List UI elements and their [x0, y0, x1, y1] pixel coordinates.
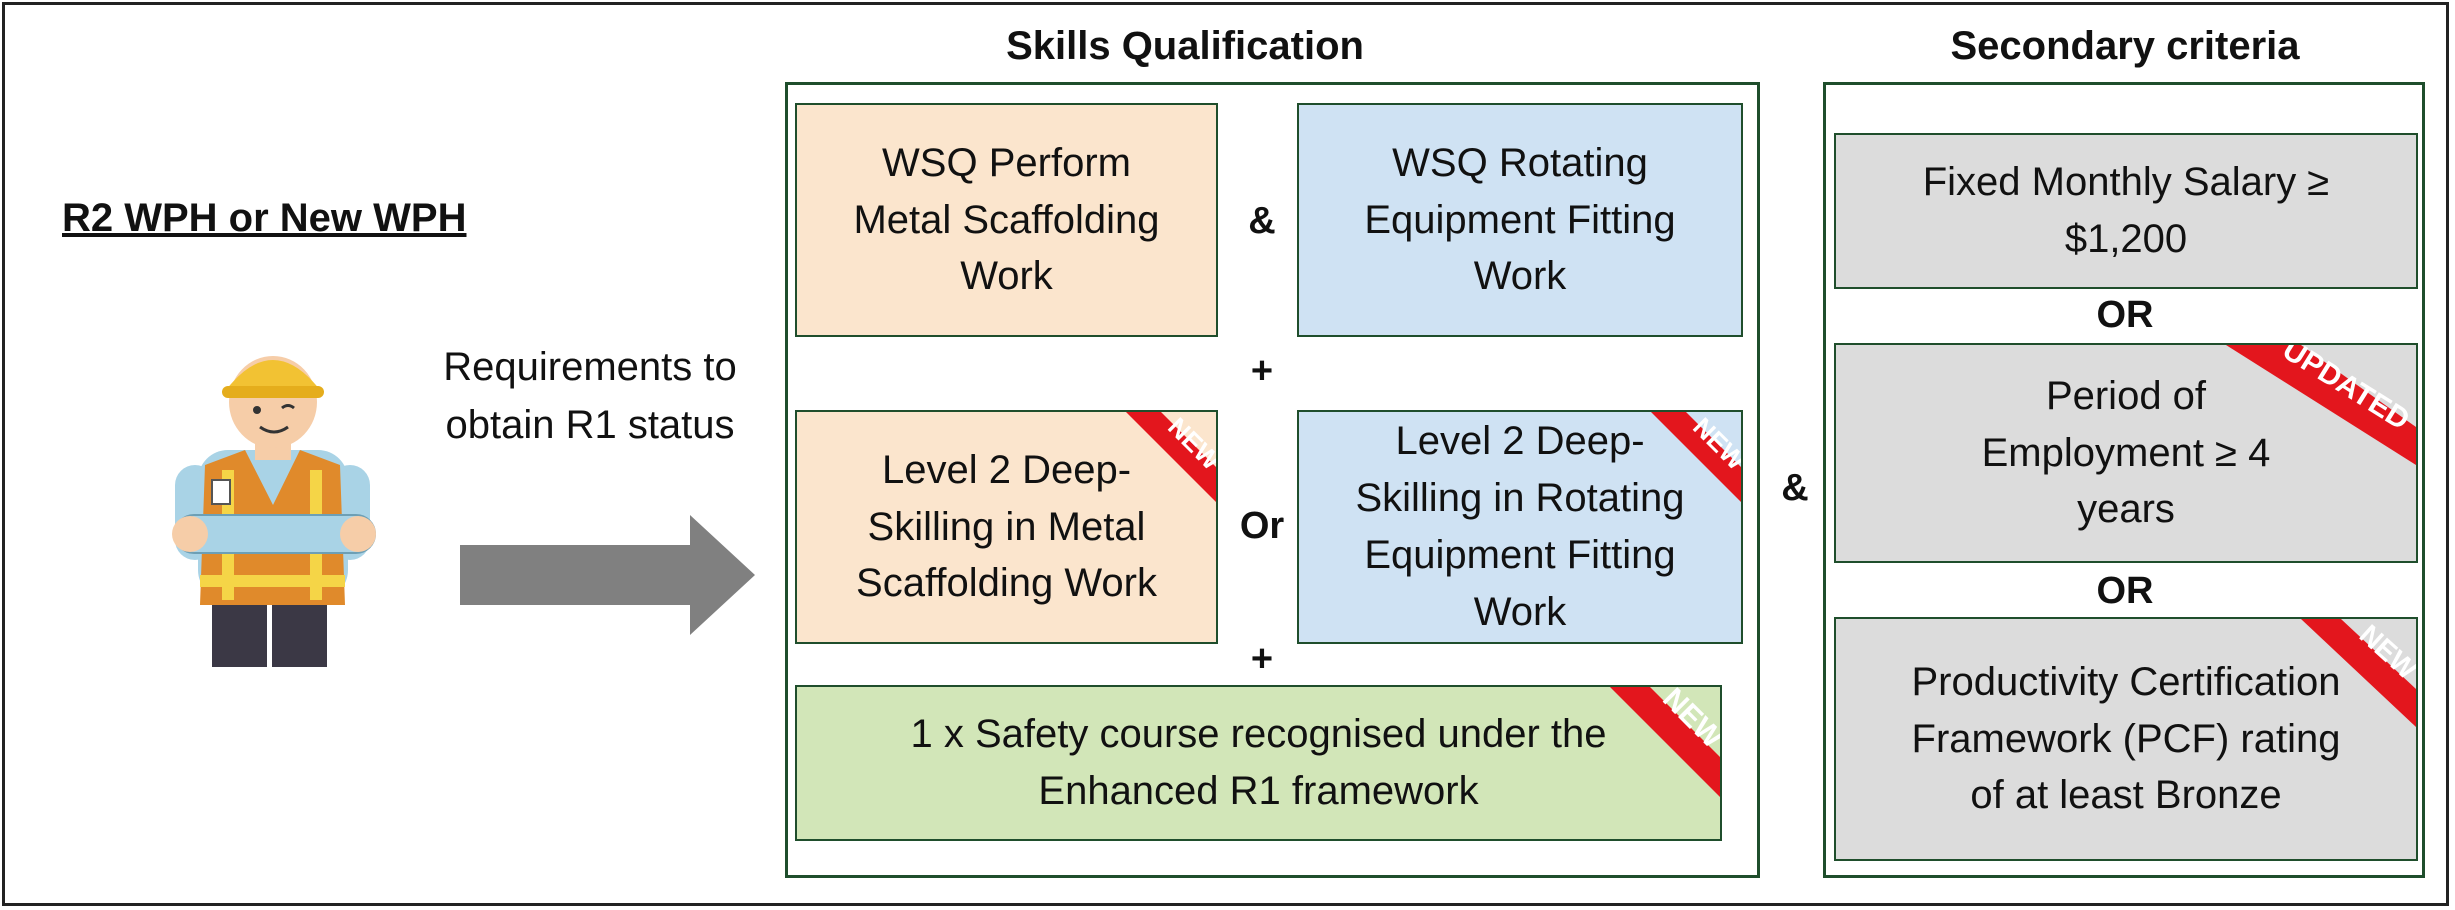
- plus-operator-2: +: [1250, 638, 1274, 680]
- secondary-panel: [1823, 82, 2425, 878]
- or-divider-2: OR: [2096, 570, 2154, 612]
- secondary-heading: Secondary criteria: [1950, 24, 2300, 68]
- wsq-rotating-equipment-box: WSQ Rotating Equipment Fitting Work: [1297, 103, 1743, 337]
- construction-worker-icon: [160, 330, 390, 670]
- skills-heading: Skills Qualification: [1006, 24, 1364, 68]
- salary-label: Fixed Monthly Salary ≥ $1,200: [1922, 160, 2330, 261]
- plus-operator-1: +: [1250, 350, 1274, 392]
- deep-skilling-metal-box: Level 2 Deep-Skilling in Metal Scaffoldi…: [795, 410, 1218, 644]
- deep-skilling-rotating-box: Level 2 Deep-Skilling in Rotating Equipm…: [1297, 410, 1743, 644]
- safety-course-box: 1 x Safety course recognised under the E…: [795, 685, 1722, 841]
- wsq-rotating-equipment-label: WSQ Rotating Equipment Fitting Work: [1364, 140, 1676, 299]
- pcf-label: Productivity Certification Framework (PC…: [1911, 659, 2341, 818]
- svg-text:UPDATED: UPDATED: [2277, 345, 2416, 437]
- safety-course-label: 1 x Safety course recognised under the E…: [910, 712, 1607, 813]
- new-badge: NEW: [1621, 412, 1741, 532]
- wsq-metal-scaffolding-box: WSQ Perform Metal Scaffolding Work: [795, 103, 1218, 337]
- new-badge: NEW: [1590, 687, 1720, 817]
- wsq-metal-scaffolding-label: WSQ Perform Metal Scaffolding Work: [853, 140, 1160, 299]
- or-divider-1: OR: [2096, 294, 2154, 336]
- new-badge: NEW: [2286, 619, 2416, 739]
- or-operator: Or: [1239, 505, 1285, 547]
- and-operator-between: &: [1781, 467, 1809, 509]
- pcf-box: Productivity Certification Framework (PC…: [1834, 617, 2418, 861]
- deep-skilling-rotating-label: Level 2 Deep-Skilling in Rotating Equipm…: [1355, 419, 1685, 634]
- main-title: R2 WPH or New WPH: [62, 196, 467, 240]
- employment-period-label: Period of Employment ≥ 4 years: [1981, 373, 2271, 532]
- deep-skilling-metal-label: Level 2 Deep-Skilling in Metal Scaffoldi…: [856, 447, 1157, 606]
- updated-badge: UPDATED: [2216, 345, 2416, 465]
- right-arrow-icon: [460, 515, 755, 635]
- new-badge: NEW: [1096, 412, 1216, 532]
- skills-panel: [785, 82, 1760, 878]
- salary-box: Fixed Monthly Salary ≥ $1,200: [1834, 133, 2418, 289]
- and-operator-top: &: [1248, 200, 1276, 242]
- employment-period-box: Period of Employment ≥ 4 years UPDATED: [1834, 343, 2418, 563]
- requirements-text: Requirements to obtain R1 status: [443, 345, 737, 447]
